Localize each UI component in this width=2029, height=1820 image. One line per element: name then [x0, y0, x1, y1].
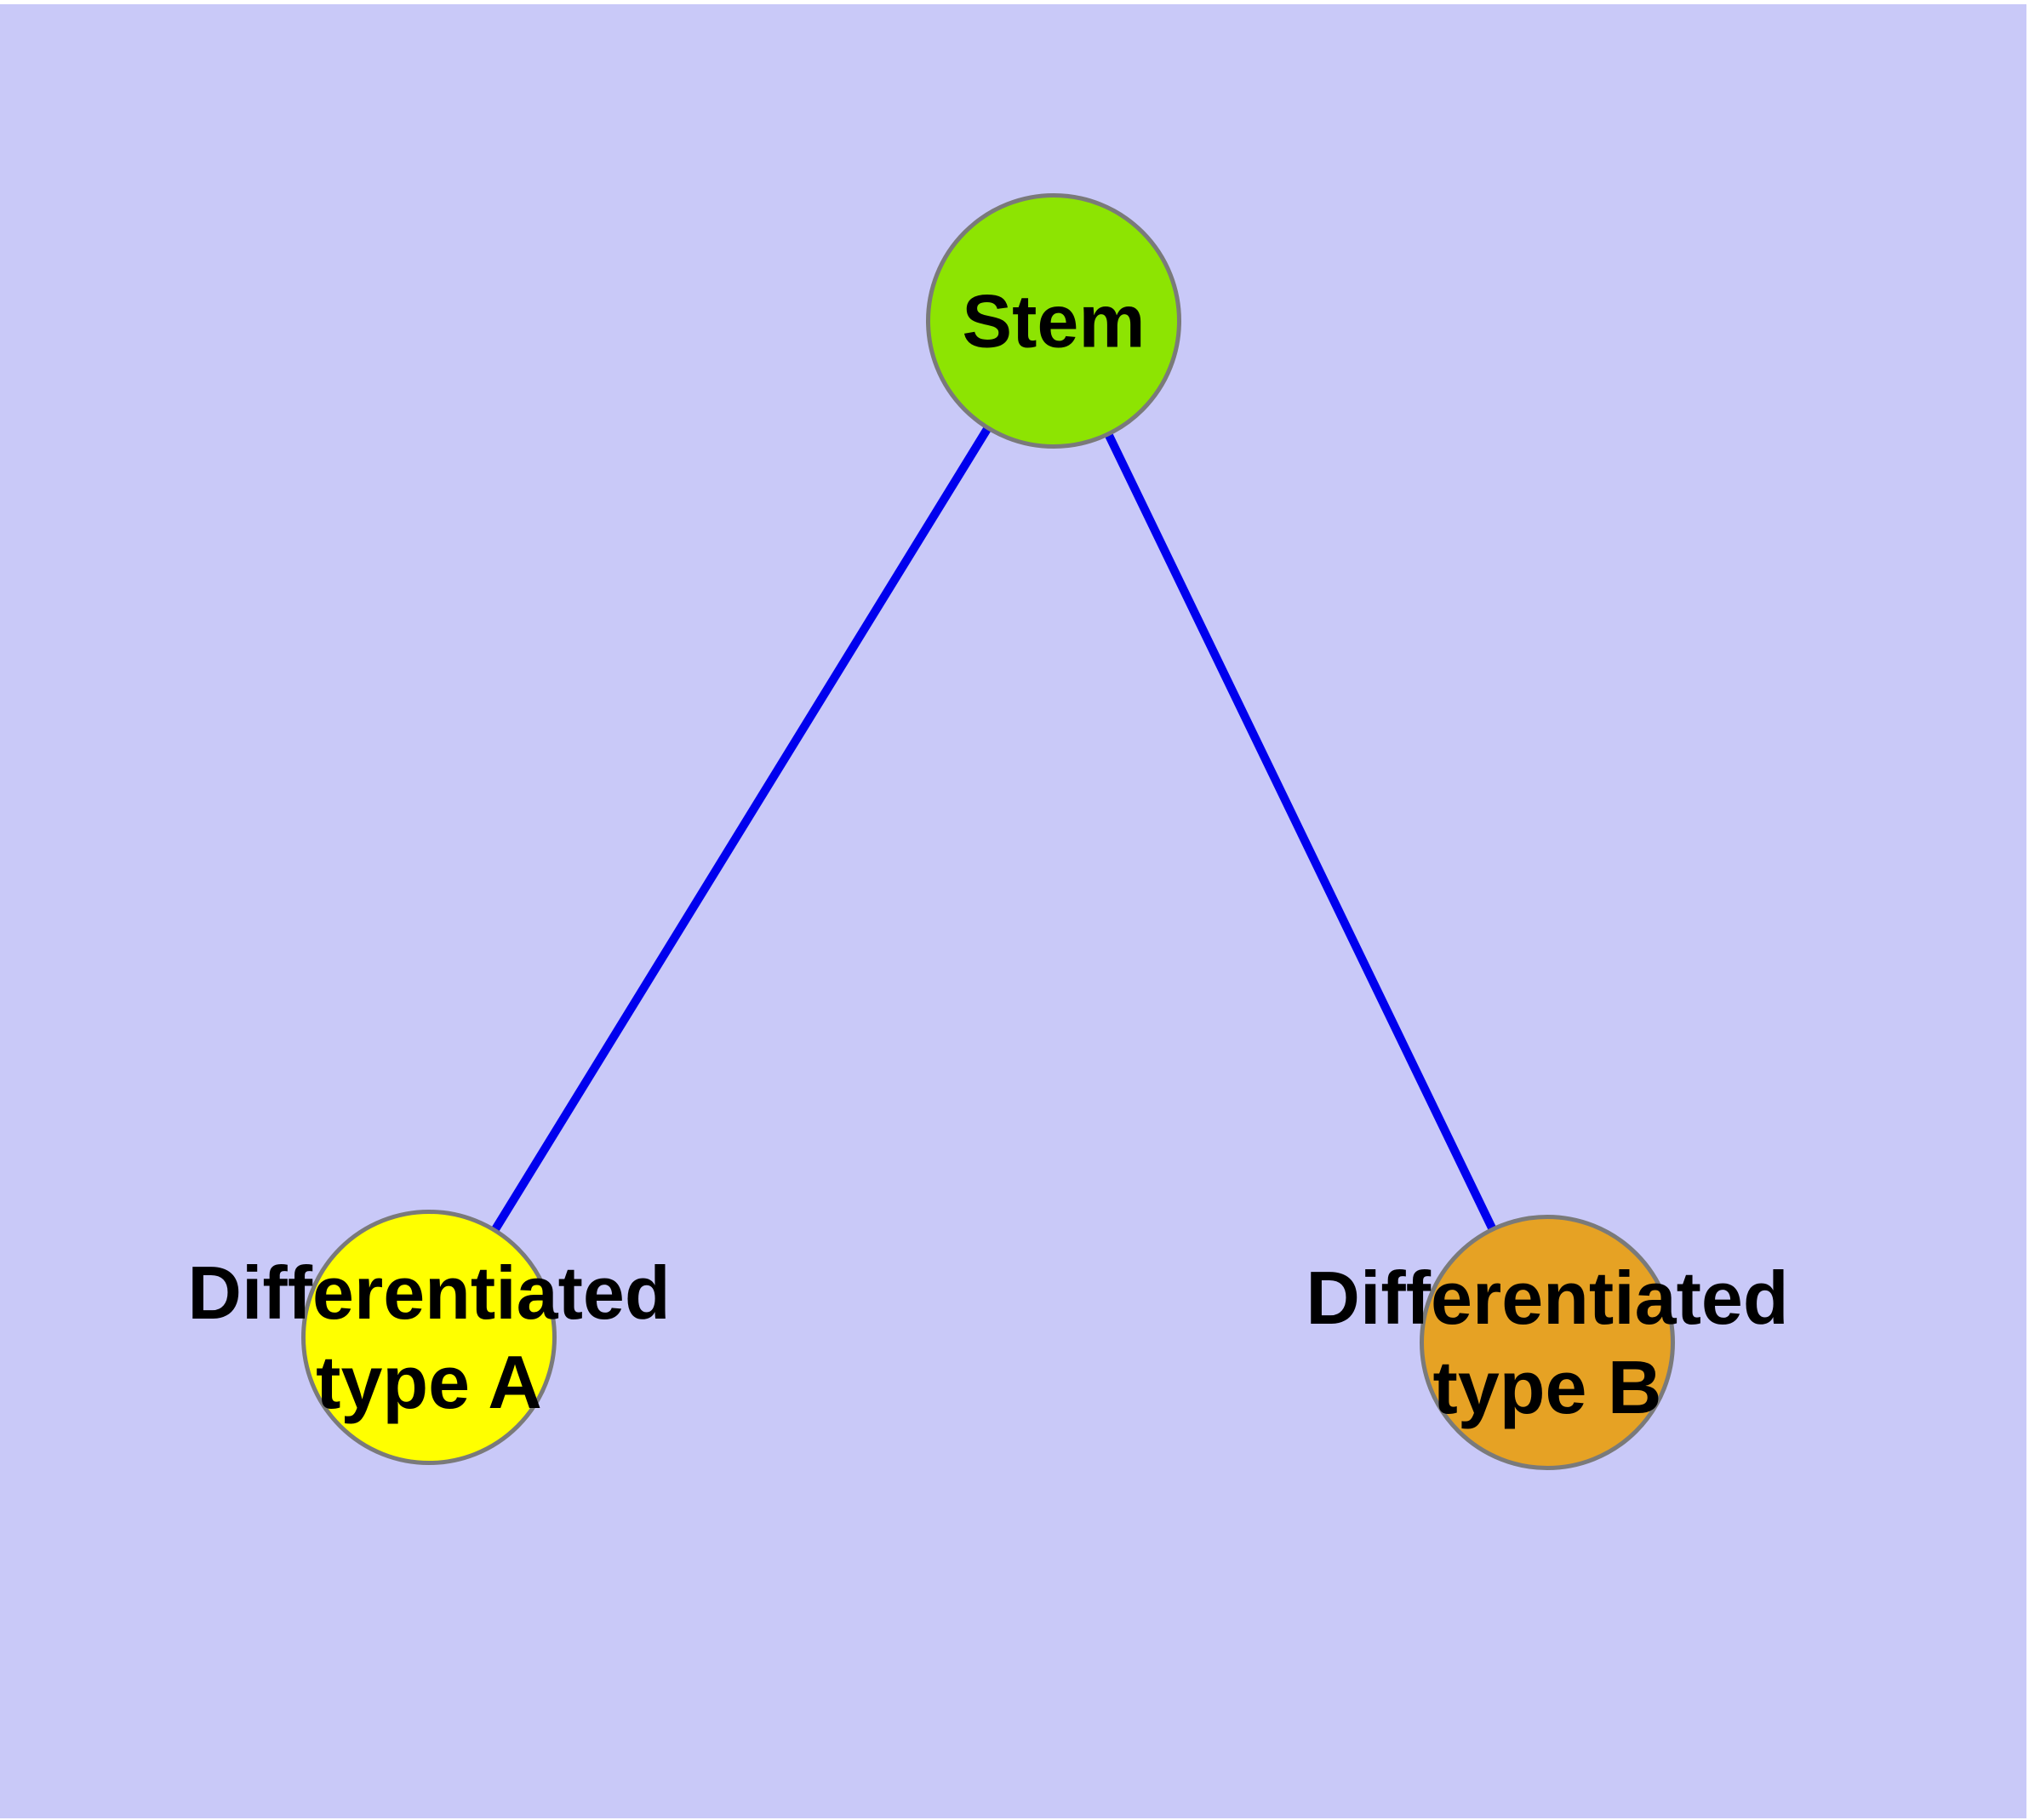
type-a-node-label: Differentiated type A — [187, 1248, 670, 1427]
type-a-node-label-line-1: Differentiated — [187, 1251, 671, 1335]
edge-layer — [425, 318, 1552, 1345]
stem-node-label: Stem — [962, 277, 1145, 366]
edge-stem-to-type-b — [1049, 318, 1552, 1345]
edge-stem-to-type-a — [425, 318, 1058, 1340]
diagram-canvas: Stem Differentiated type A Differentiate… — [0, 4, 2026, 1818]
type-b-node-label-line-1: Differentiated — [1306, 1256, 1789, 1340]
stem-node-circle — [926, 193, 1181, 449]
type-b-node-label: Differentiated type B — [1306, 1253, 1788, 1432]
stem-node-label-line: Stem — [962, 278, 1146, 363]
type-b-node-circle — [1420, 1215, 1675, 1470]
type-a-node-label-line-2: type A — [316, 1340, 542, 1424]
type-a-node-circle — [301, 1210, 557, 1465]
type-b-node-label-line-2: type B — [1432, 1345, 1662, 1429]
